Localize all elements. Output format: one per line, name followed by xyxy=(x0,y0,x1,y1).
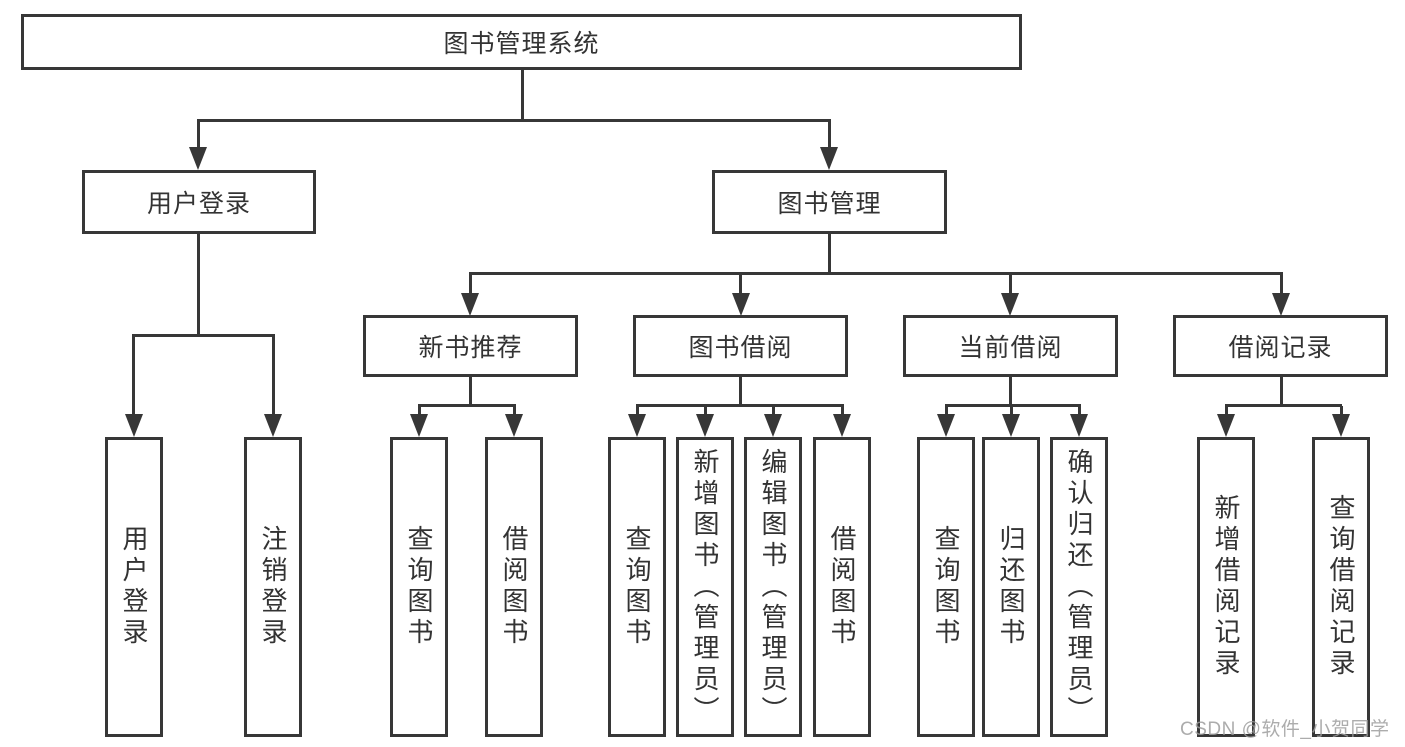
connector-user-login-down xyxy=(197,234,200,337)
arrow-to-bb-add xyxy=(696,414,714,437)
arrow-to-br-query xyxy=(1332,414,1350,437)
arrow-to-cb-query xyxy=(937,414,955,437)
leaf-br-add-record: 新增借阅记录 xyxy=(1197,437,1255,737)
arrow-to-new-book-rec xyxy=(461,293,479,316)
arrow-to-book-borrow xyxy=(732,293,750,316)
connector-user-login-stem xyxy=(197,121,200,149)
arrow-to-logout-leaf xyxy=(264,414,282,437)
connector-book-borrow-branch-line xyxy=(636,404,844,407)
leaf-user-login: 用户登录 xyxy=(105,437,163,737)
connector-user-login-branch-line xyxy=(132,334,275,337)
connector-bb-edit-stem xyxy=(772,406,775,416)
connector-new-book-rec-branch-line xyxy=(418,404,516,407)
connector-bb-borrow-stem xyxy=(841,406,844,416)
leaf-bb-query-book: 查询图书 xyxy=(608,437,666,737)
node-user-login: 用户登录 xyxy=(82,170,316,234)
node-book-borrow: 图书借阅 xyxy=(633,315,848,377)
node-book-mgmt: 图书管理 xyxy=(712,170,947,234)
arrow-to-bb-query xyxy=(628,414,646,437)
connector-cb-query-stem xyxy=(945,406,948,416)
connector-book-borrow-stem xyxy=(739,274,742,295)
arrow-to-bb-borrow xyxy=(833,414,851,437)
connector-current-borrow-stem xyxy=(1009,274,1012,295)
connector-book-mgmt-down xyxy=(828,234,831,275)
connector-nbr-query-stem xyxy=(418,406,421,416)
node-borrow-record: 借阅记录 xyxy=(1173,315,1388,377)
csdn-watermark: CSDN @软件_小贺同学 xyxy=(1180,719,1390,740)
connector-book-mgmt-stem xyxy=(828,121,831,149)
node-root: 图书管理系统 xyxy=(21,14,1022,70)
arrow-to-book-mgmt xyxy=(820,147,838,170)
connector-new-book-rec-down xyxy=(469,377,472,406)
connector-borrow-record-down xyxy=(1280,377,1283,406)
connector-current-borrow-down xyxy=(1009,377,1012,406)
connector-login-leaf-stem xyxy=(132,336,135,417)
connector-logout-leaf-stem xyxy=(272,336,275,417)
leaf-cb-query-book: 查询图书 xyxy=(917,437,975,737)
arrow-to-nbr-borrow xyxy=(505,414,523,437)
arrow-to-cb-return xyxy=(1002,414,1020,437)
node-new-book-rec: 新书推荐 xyxy=(363,315,578,377)
leaf-br-query-record: 查询借阅记录 xyxy=(1312,437,1370,737)
arrow-to-nbr-query xyxy=(410,414,428,437)
connector-current-borrow-branch-line xyxy=(945,404,1081,407)
connector-root-stem xyxy=(521,70,524,122)
connector-nbr-borrow-stem xyxy=(513,406,516,416)
connector-book-mgmt-branch-line xyxy=(469,272,1283,275)
arrow-to-user-login xyxy=(189,147,207,170)
arrow-to-br-add xyxy=(1217,414,1235,437)
leaf-logout: 注销登录 xyxy=(244,437,302,737)
arrow-to-cb-confirm xyxy=(1070,414,1088,437)
connector-cb-return-stem xyxy=(1010,406,1013,416)
connector-cb-confirm-stem xyxy=(1078,406,1081,416)
arrow-to-current-borrow xyxy=(1001,293,1019,316)
node-current-borrow: 当前借阅 xyxy=(903,315,1118,377)
leaf-cb-confirm-return: 确认归还（管理员） xyxy=(1050,437,1108,737)
arrow-to-login-leaf xyxy=(125,414,143,437)
connector-br-add-stem xyxy=(1225,406,1228,416)
arrow-to-bb-edit xyxy=(764,414,782,437)
leaf-cb-return-book: 归还图书 xyxy=(982,437,1040,737)
leaf-nbr-query-book: 查询图书 xyxy=(390,437,448,737)
connector-book-borrow-down xyxy=(739,377,742,406)
connector-root-branch-line xyxy=(197,119,831,122)
connector-bb-add-stem xyxy=(704,406,707,416)
leaf-bb-edit-book: 编辑图书（管理员） xyxy=(744,437,802,737)
connector-borrow-record-stem xyxy=(1280,274,1283,295)
connector-new-book-rec-stem xyxy=(469,274,472,295)
connector-br-query-stem xyxy=(1340,406,1343,416)
arrow-to-borrow-record xyxy=(1272,293,1290,316)
connector-borrow-record-branch-line xyxy=(1225,404,1342,407)
connector-bb-query-stem xyxy=(636,406,639,416)
leaf-bb-add-book: 新增图书（管理员） xyxy=(676,437,734,737)
leaf-nbr-borrow-book: 借阅图书 xyxy=(485,437,543,737)
leaf-bb-borrow-book: 借阅图书 xyxy=(813,437,871,737)
